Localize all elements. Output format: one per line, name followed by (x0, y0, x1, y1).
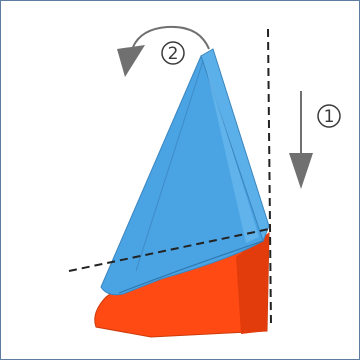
arrow-down-icon (289, 91, 313, 189)
step-1-marker: 1 (318, 105, 340, 127)
step-2-number: 2 (168, 44, 179, 64)
step-1-number: 1 (324, 107, 335, 127)
step-2-marker: 2 (162, 42, 184, 64)
